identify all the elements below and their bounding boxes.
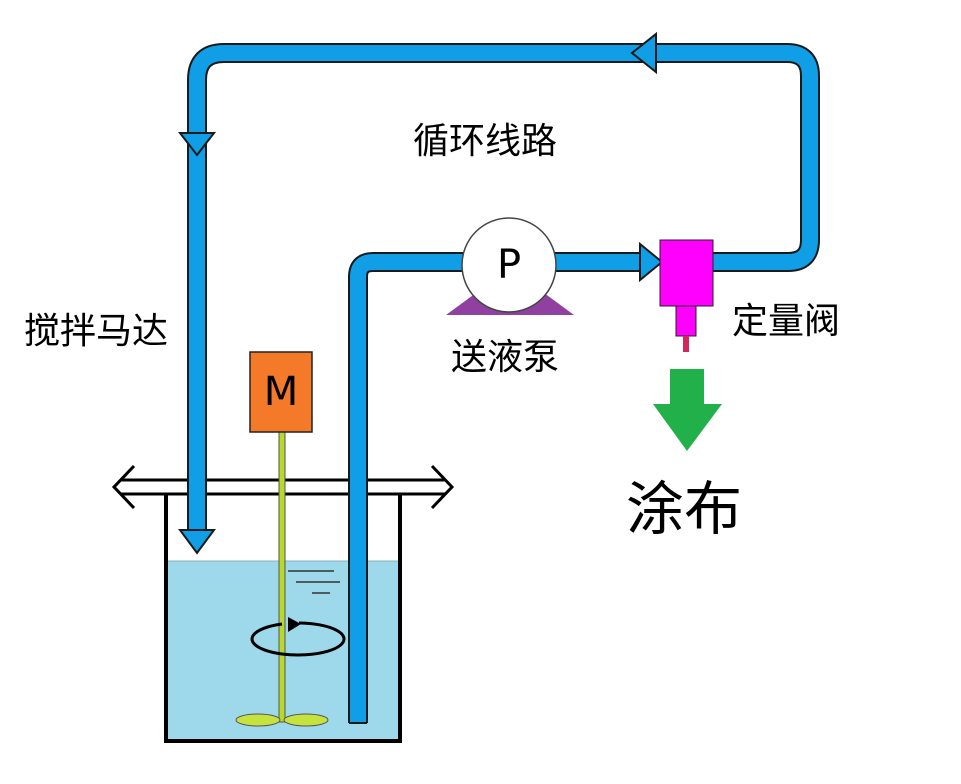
rotation-arrow-icon: [250, 621, 346, 657]
impeller-blade-left: [235, 713, 281, 727]
pipes: [187, 43, 820, 724]
circulation-line-label: 循环线路: [413, 121, 558, 162]
stirrer-shaft: [278, 431, 286, 723]
tank-wall: [164, 494, 402, 743]
metering-valve: [659, 239, 714, 352]
lid-arrowhead-right: [430, 464, 455, 510]
stirring-motor-label: 搅拌马达: [24, 311, 169, 352]
pump-symbol: P: [496, 242, 522, 288]
coating-arrow-icon: [653, 369, 722, 451]
suction-pipe: [350, 254, 642, 723]
flow-arrow-left-icon: [630, 31, 657, 75]
pump: [446, 217, 574, 315]
flow-arrow-down-icon: [177, 132, 217, 157]
pump-body: [461, 217, 557, 313]
valve-nozzle: [683, 336, 689, 352]
metering-valve-label: 定量阀: [732, 301, 841, 342]
return-pipe: [189, 45, 818, 535]
coating-label: 涂布: [626, 475, 743, 543]
valve-body: [659, 239, 714, 307]
stirrer: [235, 351, 346, 727]
flow-arrow-into-tank-icon: [178, 529, 216, 555]
motor-box: [249, 351, 313, 433]
motor-symbol: M: [263, 369, 299, 415]
feed-pump-label: 送液泵: [451, 337, 560, 378]
flow-arrow-right-icon: [639, 241, 664, 283]
rotation-arrowhead-icon: [288, 617, 301, 632]
lid-arrowhead-left: [111, 464, 136, 510]
valve-neck: [675, 305, 697, 337]
impeller-blade-right: [283, 713, 329, 727]
